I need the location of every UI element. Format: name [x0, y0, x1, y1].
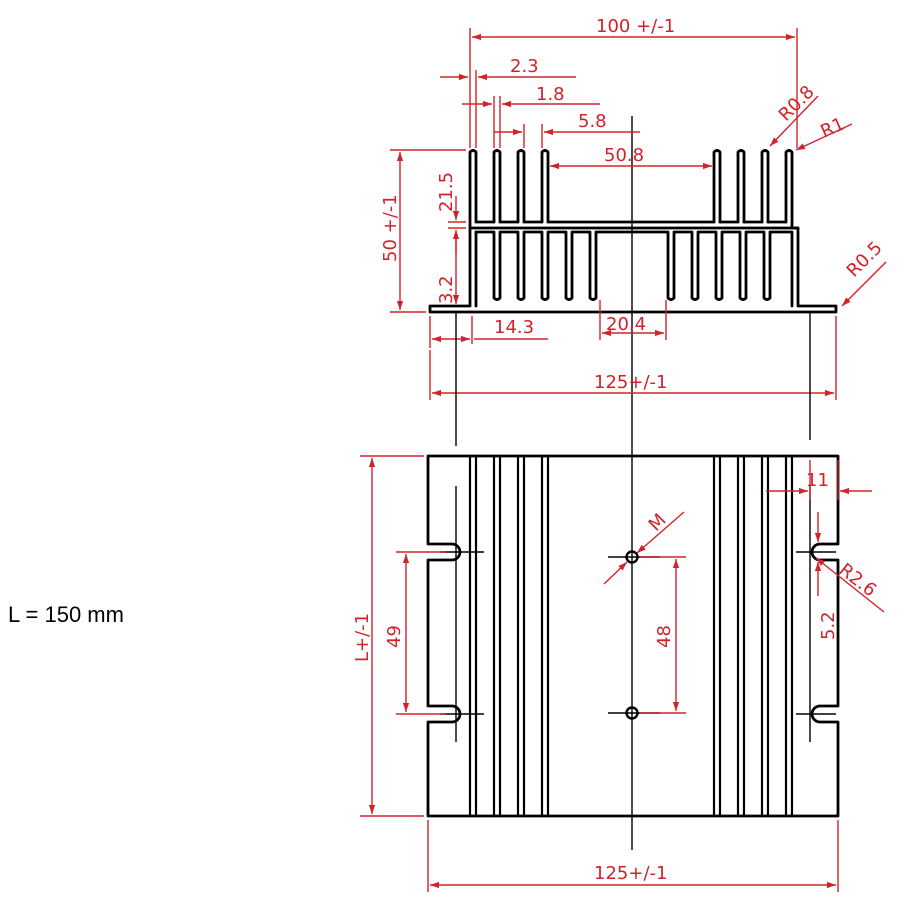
dim-fin-gap-label: 1.8 — [536, 84, 565, 105]
upper-fin — [712, 149, 722, 224]
upper-fin — [760, 149, 770, 224]
dim-hole-label: M — [645, 510, 671, 536]
base-plate — [428, 226, 838, 314]
upper-fin — [784, 149, 794, 230]
dim-slot-radius-label: R2.6 — [835, 559, 880, 601]
upper-fins — [468, 149, 800, 230]
dim-upper-fin-height-label: 21.5 — [436, 172, 457, 212]
dim-fin-thickness-label: 2.3 — [510, 56, 539, 77]
dim-slot-width-label: 5.2 — [818, 611, 839, 640]
front-view: 100 +/-1 2.3 1.8 5.8 50.8 R0.8 R1 50 +/-… — [380, 16, 887, 850]
fin-lines — [468, 456, 794, 816]
dim-fin-pitch-label: 5.8 — [578, 111, 607, 132]
dim-base-thickness-label: 3.2 — [436, 275, 457, 304]
upper-fin — [468, 149, 478, 230]
dim-overall-width-top-label: 100 +/-1 — [596, 16, 675, 37]
dim-overall-height-label: 50 +/-1 — [380, 194, 401, 262]
upper-fin — [736, 149, 746, 224]
dim-center-gap-label: 50.8 — [604, 145, 644, 166]
upper-fin — [540, 149, 550, 224]
upper-fin — [516, 149, 526, 224]
bottom-view: L+/-1 49 48 M 11 R2.6 5.2 125+/-1 — [352, 454, 885, 892]
dim-bottom-overall-width-label: 125+/-1 — [594, 863, 667, 884]
dim-slot-spacing-label: 49 — [384, 625, 405, 648]
lower-fins — [474, 230, 794, 308]
dim-flange-offset-label: 14.3 — [494, 317, 534, 338]
upper-fin — [492, 149, 502, 224]
dim-length-label: L+/-1 — [352, 613, 373, 662]
dim-hole-spacing-label: 48 — [654, 625, 675, 648]
dim-slot-depth-label: 11 — [806, 470, 829, 491]
dim-overall-width-label: 125+/-1 — [594, 372, 667, 393]
dim-flange-radius-label: R0.5 — [843, 238, 887, 282]
length-note: L = 150 mm — [8, 602, 124, 627]
dim-center-channel-label: 20.4 — [606, 314, 646, 335]
plate-outline — [426, 454, 840, 818]
